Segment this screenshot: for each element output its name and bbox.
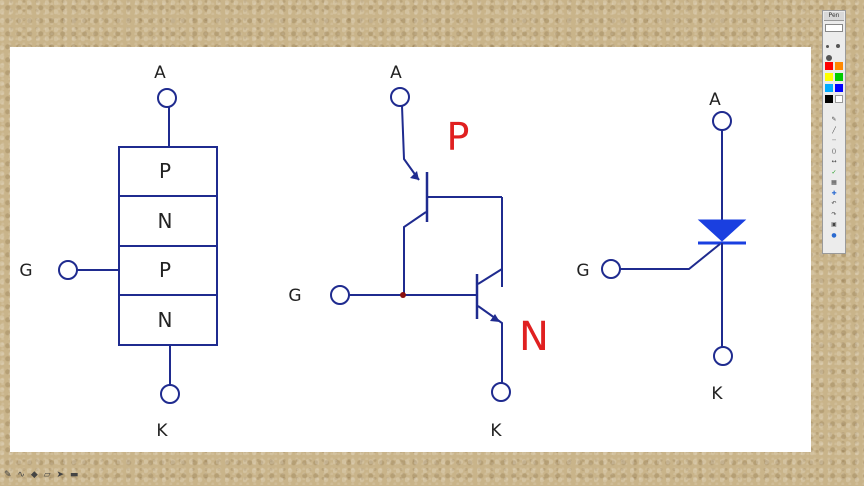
arrow-tool-icon[interactable]: ↔: [831, 158, 837, 165]
color-swatch-black[interactable]: [825, 95, 833, 103]
pnpn-cathode-label: K: [156, 421, 168, 441]
pnpn-layer-2-label: N: [158, 209, 173, 233]
scr-symbol: A K G: [576, 90, 747, 404]
pnpn-layer-4-label: N: [158, 308, 173, 332]
pnpn-layer-3-label: P: [159, 258, 171, 282]
screen-icon[interactable]: ▬: [69, 470, 79, 480]
two-transistor-model: A G K P N: [288, 63, 549, 441]
pnpn-gate-label: G: [19, 261, 32, 281]
line-tool-icon[interactable]: ╱: [832, 126, 836, 134]
redo-tool-icon[interactable]: ↷: [831, 210, 837, 218]
model-cathode-label: K: [490, 421, 502, 441]
dash-tool-icon[interactable]: ┄: [832, 137, 836, 144]
shape-icon[interactable]: ◆: [30, 470, 38, 480]
model-anode-label: A: [390, 63, 402, 83]
status-bar: ✎ ∿ ◆ ▱ ➤ ▬: [4, 470, 94, 482]
color-swatch-blue[interactable]: [835, 84, 843, 92]
color-swatch-white[interactable]: [835, 95, 843, 103]
model-cathode-terminal: [491, 382, 511, 402]
model-anode-terminal: [390, 87, 410, 107]
drawing-canvas: A P N P N G K A: [10, 47, 811, 452]
toolbar-title: Pen: [824, 12, 844, 21]
help-tool-icon[interactable]: ●: [831, 231, 837, 239]
thyristor-diagram: A P N P N G K A: [19, 63, 747, 441]
handwritten-p-annotation: P: [447, 115, 470, 159]
pen-size-button[interactable]: [825, 24, 843, 32]
check-tool-icon[interactable]: ✓: [831, 168, 837, 176]
pnp-emitter-arrow: [410, 171, 419, 180]
scr-cathode-label: K: [711, 384, 723, 404]
eraser-icon[interactable]: ▱: [43, 470, 51, 480]
model-gate-label: G: [288, 286, 301, 306]
add-tool-icon[interactable]: ✚: [831, 189, 837, 197]
model-junction-dot: [400, 292, 406, 298]
color-swatch-orange[interactable]: [835, 62, 843, 70]
scr-anode-terminal: [712, 111, 732, 131]
line-width-dots[interactable]: [825, 35, 843, 68]
pnpn-anode-label: A: [154, 63, 166, 83]
pen-icon[interactable]: ✎: [4, 470, 12, 480]
color-swatch-yellow[interactable]: [825, 73, 833, 81]
pencil-tool-icon[interactable]: ✎: [831, 116, 837, 123]
scr-diode-triangle: [697, 219, 747, 242]
pnpn-gate-terminal: [58, 260, 78, 280]
pnpn-cathode-terminal: [160, 384, 180, 404]
undo-tool-icon[interactable]: ↶: [831, 200, 837, 207]
save-tool-icon[interactable]: ▣: [831, 221, 837, 228]
pnpn-anode-terminal: [157, 88, 177, 108]
scr-gate-terminal: [601, 259, 621, 279]
tool-list[interactable]: ✎ ╱ ┄ ⟨⟩ ↔ ✓ ▦ ✚ ↶ ↷ ▣ ●: [825, 115, 843, 241]
curve-icon[interactable]: ∿: [17, 470, 25, 480]
bracket-tool-icon[interactable]: ⟨⟩: [831, 147, 837, 155]
line-width-large[interactable]: [825, 47, 843, 80]
pointer-icon[interactable]: ➤: [56, 470, 64, 480]
color-swatch-green[interactable]: [835, 73, 843, 81]
npn-emitter-lead: [477, 305, 503, 383]
npn-emitter-arrow: [490, 314, 500, 322]
scr-gate-label: G: [576, 261, 589, 281]
pen-toolbar[interactable]: Pen ✎ ╱ ┄ ⟨⟩ ↔ ✓ ▦ ✚ ↶ ↷ ▣ ●: [822, 10, 846, 254]
pnpn-structure: A P N P N G K: [19, 63, 218, 441]
grid-tool-icon[interactable]: ▦: [831, 179, 837, 186]
pnpn-layer-1-label: P: [159, 159, 171, 183]
handwritten-n-annotation: N: [519, 314, 549, 360]
color-swatch-red[interactable]: [825, 62, 833, 70]
npn-collector-lead: [477, 268, 503, 285]
scr-gate-lead: [620, 243, 721, 270]
model-gate-terminal: [330, 285, 350, 305]
pnp-collector-lead: [403, 211, 427, 295]
scr-anode-label: A: [709, 90, 721, 110]
pnp-emitter-lead: [401, 105, 420, 181]
scr-cathode-terminal: [713, 346, 733, 366]
color-swatch-cyan[interactable]: [825, 84, 833, 92]
